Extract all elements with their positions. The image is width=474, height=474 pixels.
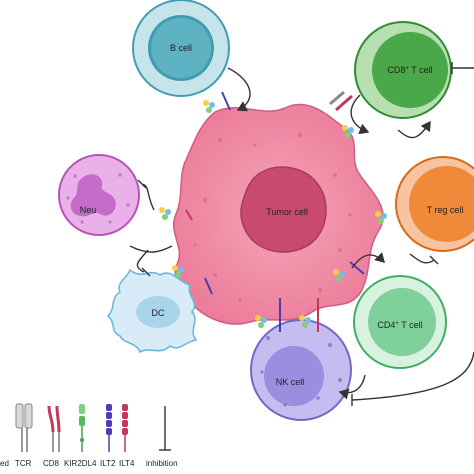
interaction-arrows xyxy=(129,62,474,406)
treg-cell: T reg cell xyxy=(395,156,474,252)
legend-item-tcr: TCR xyxy=(15,403,33,468)
legend-label-4: ILT2 xyxy=(100,459,116,468)
treg-cell-label: T reg cell xyxy=(427,205,464,215)
legend-label-6: inhibition xyxy=(146,459,178,468)
legend-label-5: ILT4 xyxy=(119,459,135,468)
legend-item-inhibition: inhibition xyxy=(146,406,178,468)
nk-cell: NK cell xyxy=(250,319,352,421)
receptor-markers xyxy=(159,90,387,332)
legend-item-kir2dl4: KIR2DL4 xyxy=(64,404,97,468)
cd4-t-cell-label: CD4+ T cell xyxy=(377,320,422,330)
legend-label-3: KIR2DL4 xyxy=(64,459,97,468)
cd4-t-cell: CD4+ T cell xyxy=(353,275,447,369)
legend-item-ilt4: ILT4 xyxy=(119,404,135,468)
legend-item-ilt2: ILT2 xyxy=(100,404,116,468)
tumor-nucleus xyxy=(240,166,327,253)
legend: ed TCR CD8 KIR2DL4 xyxy=(0,403,178,468)
tumor-cell: Tumor cell xyxy=(173,103,384,325)
legend-item-0: ed xyxy=(0,459,9,468)
cd8-t-cell: CD8+ T cell xyxy=(354,21,452,119)
neutrophil-label: Neu xyxy=(80,205,97,215)
tumor-cell-label: Tumor cell xyxy=(266,207,308,217)
neutrophil-cell: Neu xyxy=(58,154,140,236)
neutrophil-nucleus xyxy=(70,174,116,217)
legend-label-1: TCR xyxy=(15,459,32,468)
dendritic-cell: DC xyxy=(106,268,198,354)
nk-cell-label: NK cell xyxy=(276,377,305,387)
legend-label-2: CD8 xyxy=(43,459,60,468)
legend-item-cd8: CD8 xyxy=(43,405,61,468)
legend-label-0: ed xyxy=(0,459,9,468)
dendritic-cell-label: DC xyxy=(152,308,165,318)
b-cell-label: B cell xyxy=(170,43,192,53)
cd8-t-cell-label: CD8+ T cell xyxy=(387,65,432,75)
b-cell: B cell xyxy=(132,0,230,97)
